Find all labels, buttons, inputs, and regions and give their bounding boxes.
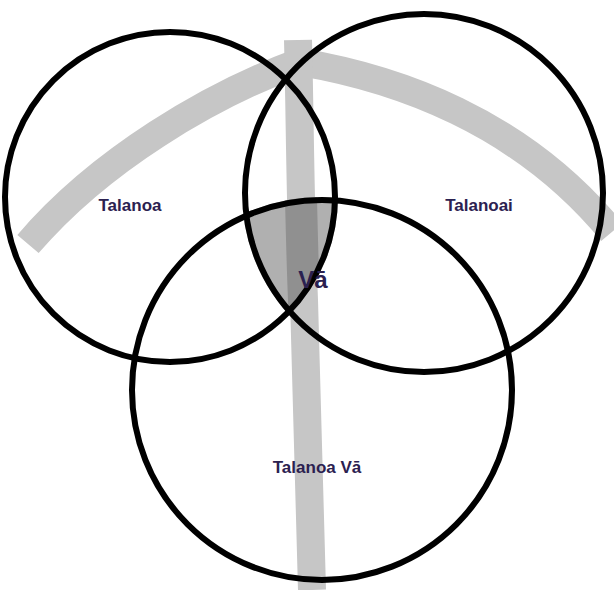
circle-label: Talanoa Vā xyxy=(273,458,362,478)
circle-outline xyxy=(129,197,515,583)
circle-label: Talanoai xyxy=(445,196,513,216)
venn-circle: Talanoa Vā xyxy=(129,197,515,583)
venn-circle: Talanoai xyxy=(242,11,606,375)
centre-label: Vā xyxy=(298,266,327,295)
triple-overlap xyxy=(122,40,522,590)
circle-border xyxy=(132,200,512,580)
circle-outline xyxy=(242,11,606,375)
circle-label: Talanoa xyxy=(99,196,162,216)
circle-border xyxy=(245,14,603,372)
